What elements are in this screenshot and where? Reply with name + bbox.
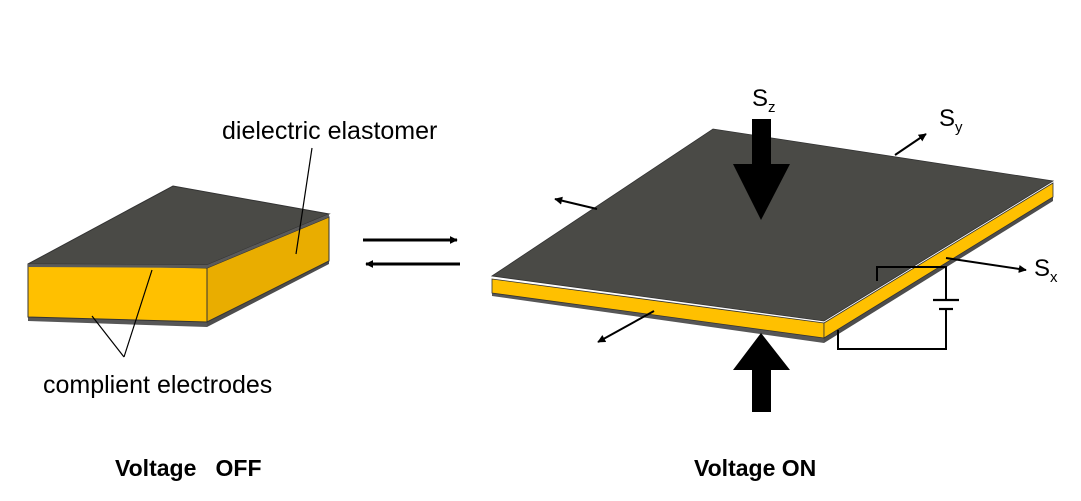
- stress-symbol-y: Sy: [939, 105, 963, 136]
- voltage-off-label: Voltage OFF: [115, 455, 262, 481]
- elastomer-side-off: [206, 216, 330, 323]
- sx-arrow: [945, 257, 1027, 273]
- top-electrode-on: [490, 128, 1055, 322]
- stress-symbol-z: Sz: [752, 85, 776, 116]
- circuit-wire: [837, 266, 947, 350]
- sz-arrow-bottom: [733, 333, 790, 412]
- elastomer-front-off: [27, 263, 208, 323]
- bottom-electrode-front-on: [492, 292, 824, 343]
- top-electrode-edge-side-off: [207, 214, 329, 268]
- leader-line-electrode-top: [123, 269, 153, 358]
- bottom-electrode-side-on: [824, 196, 1053, 343]
- sz-arrow-top: [733, 119, 790, 220]
- elastomer-side-on: [823, 182, 1054, 339]
- elastomer-block-off: [27, 185, 331, 327]
- stress-symbol-x: Sx: [1034, 255, 1058, 286]
- elastomer-block-on: [490, 128, 1055, 343]
- top-electrode-edge-off: [28, 264, 207, 268]
- front-left-arrow: [597, 310, 655, 343]
- compliant-electrodes-label: complient electrodes: [43, 371, 273, 399]
- back-left-arrow: [554, 196, 598, 210]
- leader-line-dielectric: [295, 147, 313, 255]
- voltage-on-label: Voltage ON: [694, 455, 817, 481]
- leader-line-electrode-bottom: [91, 315, 125, 358]
- dielectric-elastomer-label: dielectric elastomer: [222, 117, 438, 145]
- sy-arrow: [894, 133, 927, 156]
